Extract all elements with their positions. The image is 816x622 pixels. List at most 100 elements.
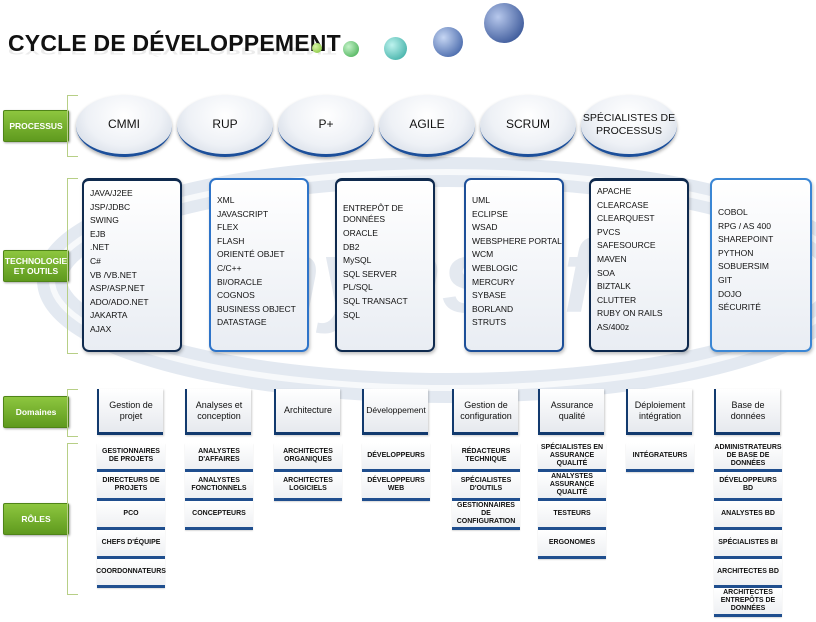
process-p-plus: P+ [278, 95, 374, 157]
tech-item: RPG / AS 400 [718, 220, 771, 231]
tech-item: SOA [597, 267, 615, 278]
page-title-reflection: CYCLE DE DÉVELOPPEMENT [8, 45, 337, 57]
tech-item: VB /VB.NET [90, 269, 137, 280]
decor-dot-3 [384, 37, 407, 60]
roles-deploiement-integration: INTÉGRATEURS [626, 443, 694, 472]
role-item: ANALYSTES BD [714, 501, 782, 530]
role-item: COORDONNATEURS [96, 559, 166, 588]
tech-item: JAVASCRIPT [217, 208, 269, 219]
role-item: ANALYSTES ASSURANCE QUALITÉ [538, 472, 606, 501]
role-item: SPÉCIALISTES D'OUTILS [452, 472, 520, 501]
tech-item: DATASTAGE [217, 317, 267, 328]
domain-deploiement-integration: Déploiement intégration [626, 389, 692, 435]
role-item: CONCEPTEURS [185, 501, 253, 530]
role-item: DÉVELOPPEURS WEB [362, 472, 430, 501]
role-item: SPÉCIALISTES BI [714, 530, 782, 559]
roles-architecture: ARCHITECTES ORGANIQUES ARCHITECTES LOGIC… [274, 443, 342, 501]
tech-item: AJAX [90, 323, 112, 334]
tech-item: APACHE [597, 186, 632, 196]
tech-item: SWING [90, 215, 119, 226]
tech-item: RUBY ON RAILS [597, 308, 663, 319]
process-specialistes: SPÉCIALISTES DE PROCESSUS [581, 95, 677, 157]
decor-dot-5 [484, 3, 524, 43]
process-rup: RUP [177, 95, 273, 157]
roles-developpement: DÉVELOPPEURS DÉVELOPPEURS WEB [362, 443, 430, 501]
process-agile: AGILE [379, 95, 475, 157]
domain-gestion-projet: Gestion de projet [97, 389, 163, 435]
tech-item: PYTHON [718, 247, 754, 258]
domain-assurance-qualite: Assurance qualité [538, 389, 604, 435]
tech-item: MAVEN [597, 253, 627, 264]
role-item: ANALYSTES D'AFFAIRES [185, 443, 253, 472]
decor-dot-1 [312, 43, 322, 53]
role-item: DIRECTEURS DE PROJETS [97, 472, 165, 501]
roles-assurance-qualite: SPÉCIALISTES EN ASSURANCE QUALITÉ ANALYS… [538, 443, 606, 559]
domain-base-donnees: Base de données [714, 389, 780, 435]
tech-column-5: APACHE CLEARCASE CLEARQUEST PVCS SAFESOU… [589, 178, 689, 352]
bracket-domaines [67, 389, 78, 437]
label-roles: RÔLES [3, 503, 69, 535]
tech-item: DOJO [718, 288, 742, 299]
label-technologie: TECHNOLOGIE ET OUTILS [3, 250, 69, 282]
tech-column-1: JAVA/J2EE JSP/JDBC SWING EJB .NET C# VB … [82, 178, 182, 352]
role-item: DÉVELOPPEURS BD [714, 472, 782, 501]
role-item: GESTIONNAIRES DE CONFIGURATION [452, 501, 520, 530]
roles-gestion-projet: GESTIONNAIRES DE PROJETS DIRECTEURS DE P… [96, 443, 166, 588]
role-item: TESTEURS [538, 501, 606, 530]
tech-item: ORACLE [343, 228, 378, 238]
tech-item: BI/ORACLE [217, 276, 263, 287]
tech-item: ASP/ASP.NET [90, 283, 145, 294]
process-cmmi: CMMI [76, 95, 172, 157]
tech-item: EJB [90, 228, 106, 239]
role-item: SPÉCIALISTES EN ASSURANCE QUALITÉ [538, 443, 606, 472]
label-processus: PROCESSUS [3, 110, 69, 142]
bracket-roles [67, 443, 78, 595]
domain-analyses-conception: Analyses et conception [185, 389, 251, 435]
tech-item: DB2 [343, 241, 360, 252]
tech-item: SYBASE [472, 290, 507, 301]
tech-item: SOBUERSIM [718, 261, 770, 272]
tech-item: SQL [343, 309, 361, 320]
tech-item: FLEX [217, 222, 239, 233]
tech-item: PL/SQL [343, 282, 373, 293]
tech-item: JAVA/J2EE [90, 188, 133, 198]
tech-item: UML [472, 195, 490, 205]
tech-item: PVCS [597, 226, 621, 237]
tech-item: COBOL [718, 207, 748, 217]
role-item: ARCHITECTES ENTREPÔTS DE DONNÉES [714, 588, 782, 617]
tech-item: AS/400z [597, 321, 630, 332]
tech-item: SQL TRANSACT [343, 295, 408, 306]
role-item: DÉVELOPPEURS [362, 443, 430, 472]
bracket-processus [67, 95, 78, 157]
tech-item: WEBSPHERE PORTAL [472, 235, 562, 246]
tech-item: SAFESOURCE [597, 240, 656, 251]
tech-item: JSP/JDBC [90, 201, 131, 212]
decor-dot-4 [433, 27, 463, 57]
tech-item: WSAD [472, 222, 498, 233]
tech-item: CLEARQUEST [597, 213, 655, 224]
domain-developpement: Développement [362, 389, 428, 435]
tech-item: C/C++ [217, 262, 242, 273]
tech-column-4: UML ECLIPSE WSAD WEBSPHERE PORTAL WCM WE… [464, 178, 564, 352]
tech-item: WEBLOGIC [472, 262, 518, 273]
decor-dot-2 [343, 41, 359, 57]
tech-item: .NET [90, 242, 110, 253]
domain-gestion-configuration: Gestion de configuration [452, 389, 518, 435]
process-scrum: SCRUM [480, 95, 576, 157]
tech-item: BUSINESS OBJECT [217, 303, 296, 314]
tech-item: SQL SERVER [343, 268, 397, 279]
tech-column-2: XML JAVASCRIPT FLEX FLASH ORIENTÉ OBJET … [209, 178, 309, 352]
bracket-technologie [67, 178, 78, 354]
tech-item: STRUTS [472, 317, 506, 328]
role-item: ARCHITECTES ORGANIQUES [274, 443, 342, 472]
domain-architecture: Architecture [274, 389, 340, 435]
role-item: GESTIONNAIRES DE PROJETS [97, 443, 165, 472]
tech-column-6: COBOL RPG / AS 400 SHAREPOINT PYTHON SOB… [710, 178, 812, 352]
tech-item: GIT [718, 274, 733, 285]
tech-item: MERCURY [472, 276, 515, 287]
tech-item: ADO/ADO.NET [90, 296, 149, 307]
tech-item: C# [90, 255, 101, 266]
roles-base-donnees: ADMINISTRATEURS DE BASE DE DONNÉES DÉVEL… [714, 443, 782, 617]
tech-item: CLUTTER [597, 294, 637, 305]
role-item: RÉDACTEURS TECHNIQUE [452, 443, 520, 472]
